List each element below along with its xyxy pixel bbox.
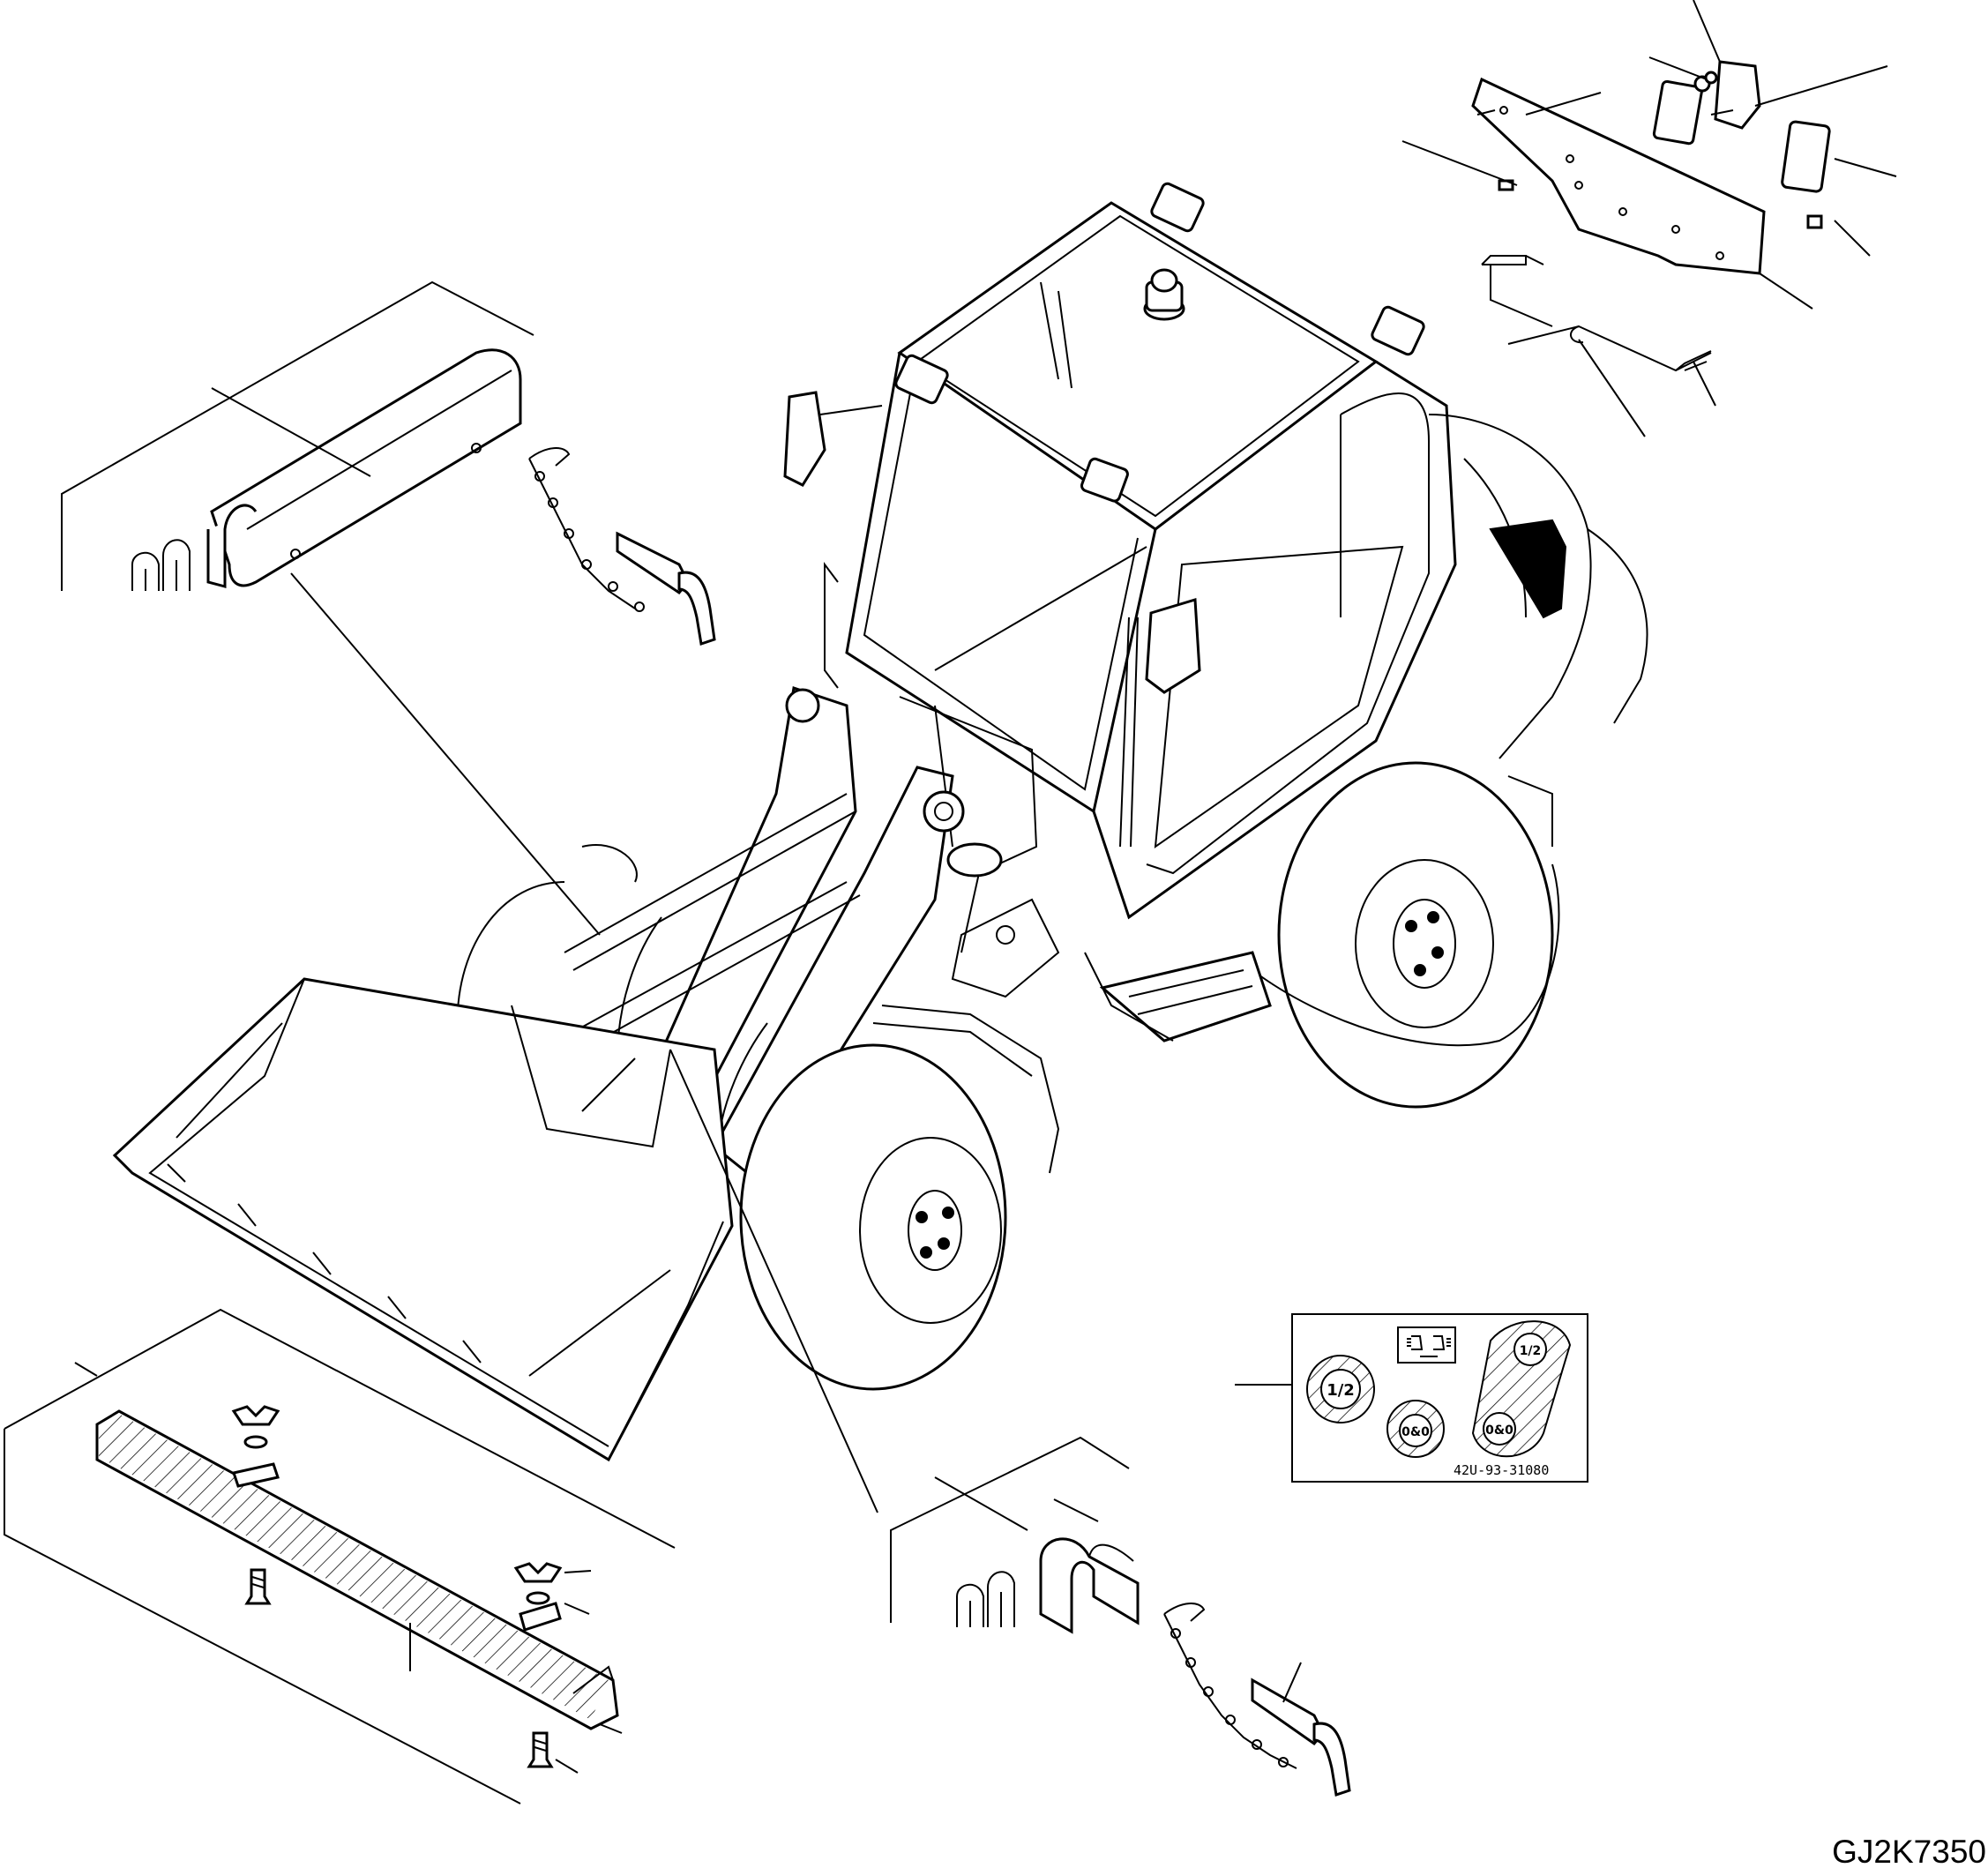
cab-door [1154, 545, 1404, 849]
front-wheel [739, 1043, 1007, 1391]
decal-symbol-4: 0&0 [1485, 1423, 1513, 1438]
rear-work-light [1371, 305, 1425, 356]
guard-brackets [131, 539, 191, 591]
bolt [244, 1568, 554, 1768]
pin-chain [528, 447, 716, 646]
rear-light-kit [1471, 60, 1831, 275]
bucket [112, 977, 734, 1462]
left-mirror [783, 391, 826, 487]
decal-symbol-3: 0&0 [1401, 1425, 1430, 1439]
wheel-loader-drawing [112, 182, 1648, 1462]
front-work-light-top [1150, 182, 1205, 233]
hatched-guard-plate [95, 1409, 619, 1730]
side-work-light [1080, 457, 1129, 503]
rear-vent-grille [1489, 519, 1567, 619]
cab-roof [897, 201, 1379, 531]
wing-nut [231, 1405, 563, 1605]
guard-brackets-lower [956, 1571, 1015, 1627]
figure-reference-code: GJ2K7350 [1832, 1834, 1986, 1868]
rear-wheel [1277, 761, 1554, 1109]
pin-chain-lower [1163, 1603, 1351, 1797]
right-mirror [1145, 598, 1201, 694]
decal-symbol-2: 1/2 [1520, 1344, 1542, 1358]
hinge-pin-guard [1039, 1537, 1140, 1634]
lift-cylinder [572, 881, 861, 1050]
pivot-boss [946, 842, 1003, 878]
decal-part-code: 42U-93-31080 [1454, 1462, 1549, 1478]
warning-beacon [1143, 268, 1185, 321]
entry-step [1099, 951, 1272, 1042]
wiring-harness [1481, 255, 1712, 372]
decal-symbol-1: 1/2 [1327, 1381, 1355, 1400]
bucket-edge-guard [206, 348, 522, 588]
tilt-cylinder [564, 793, 856, 971]
front-work-light-left [894, 354, 949, 405]
sticker-decal: 1/2 0&0 1/2 0&0 42U-93-31080 [1235, 1313, 1588, 1483]
